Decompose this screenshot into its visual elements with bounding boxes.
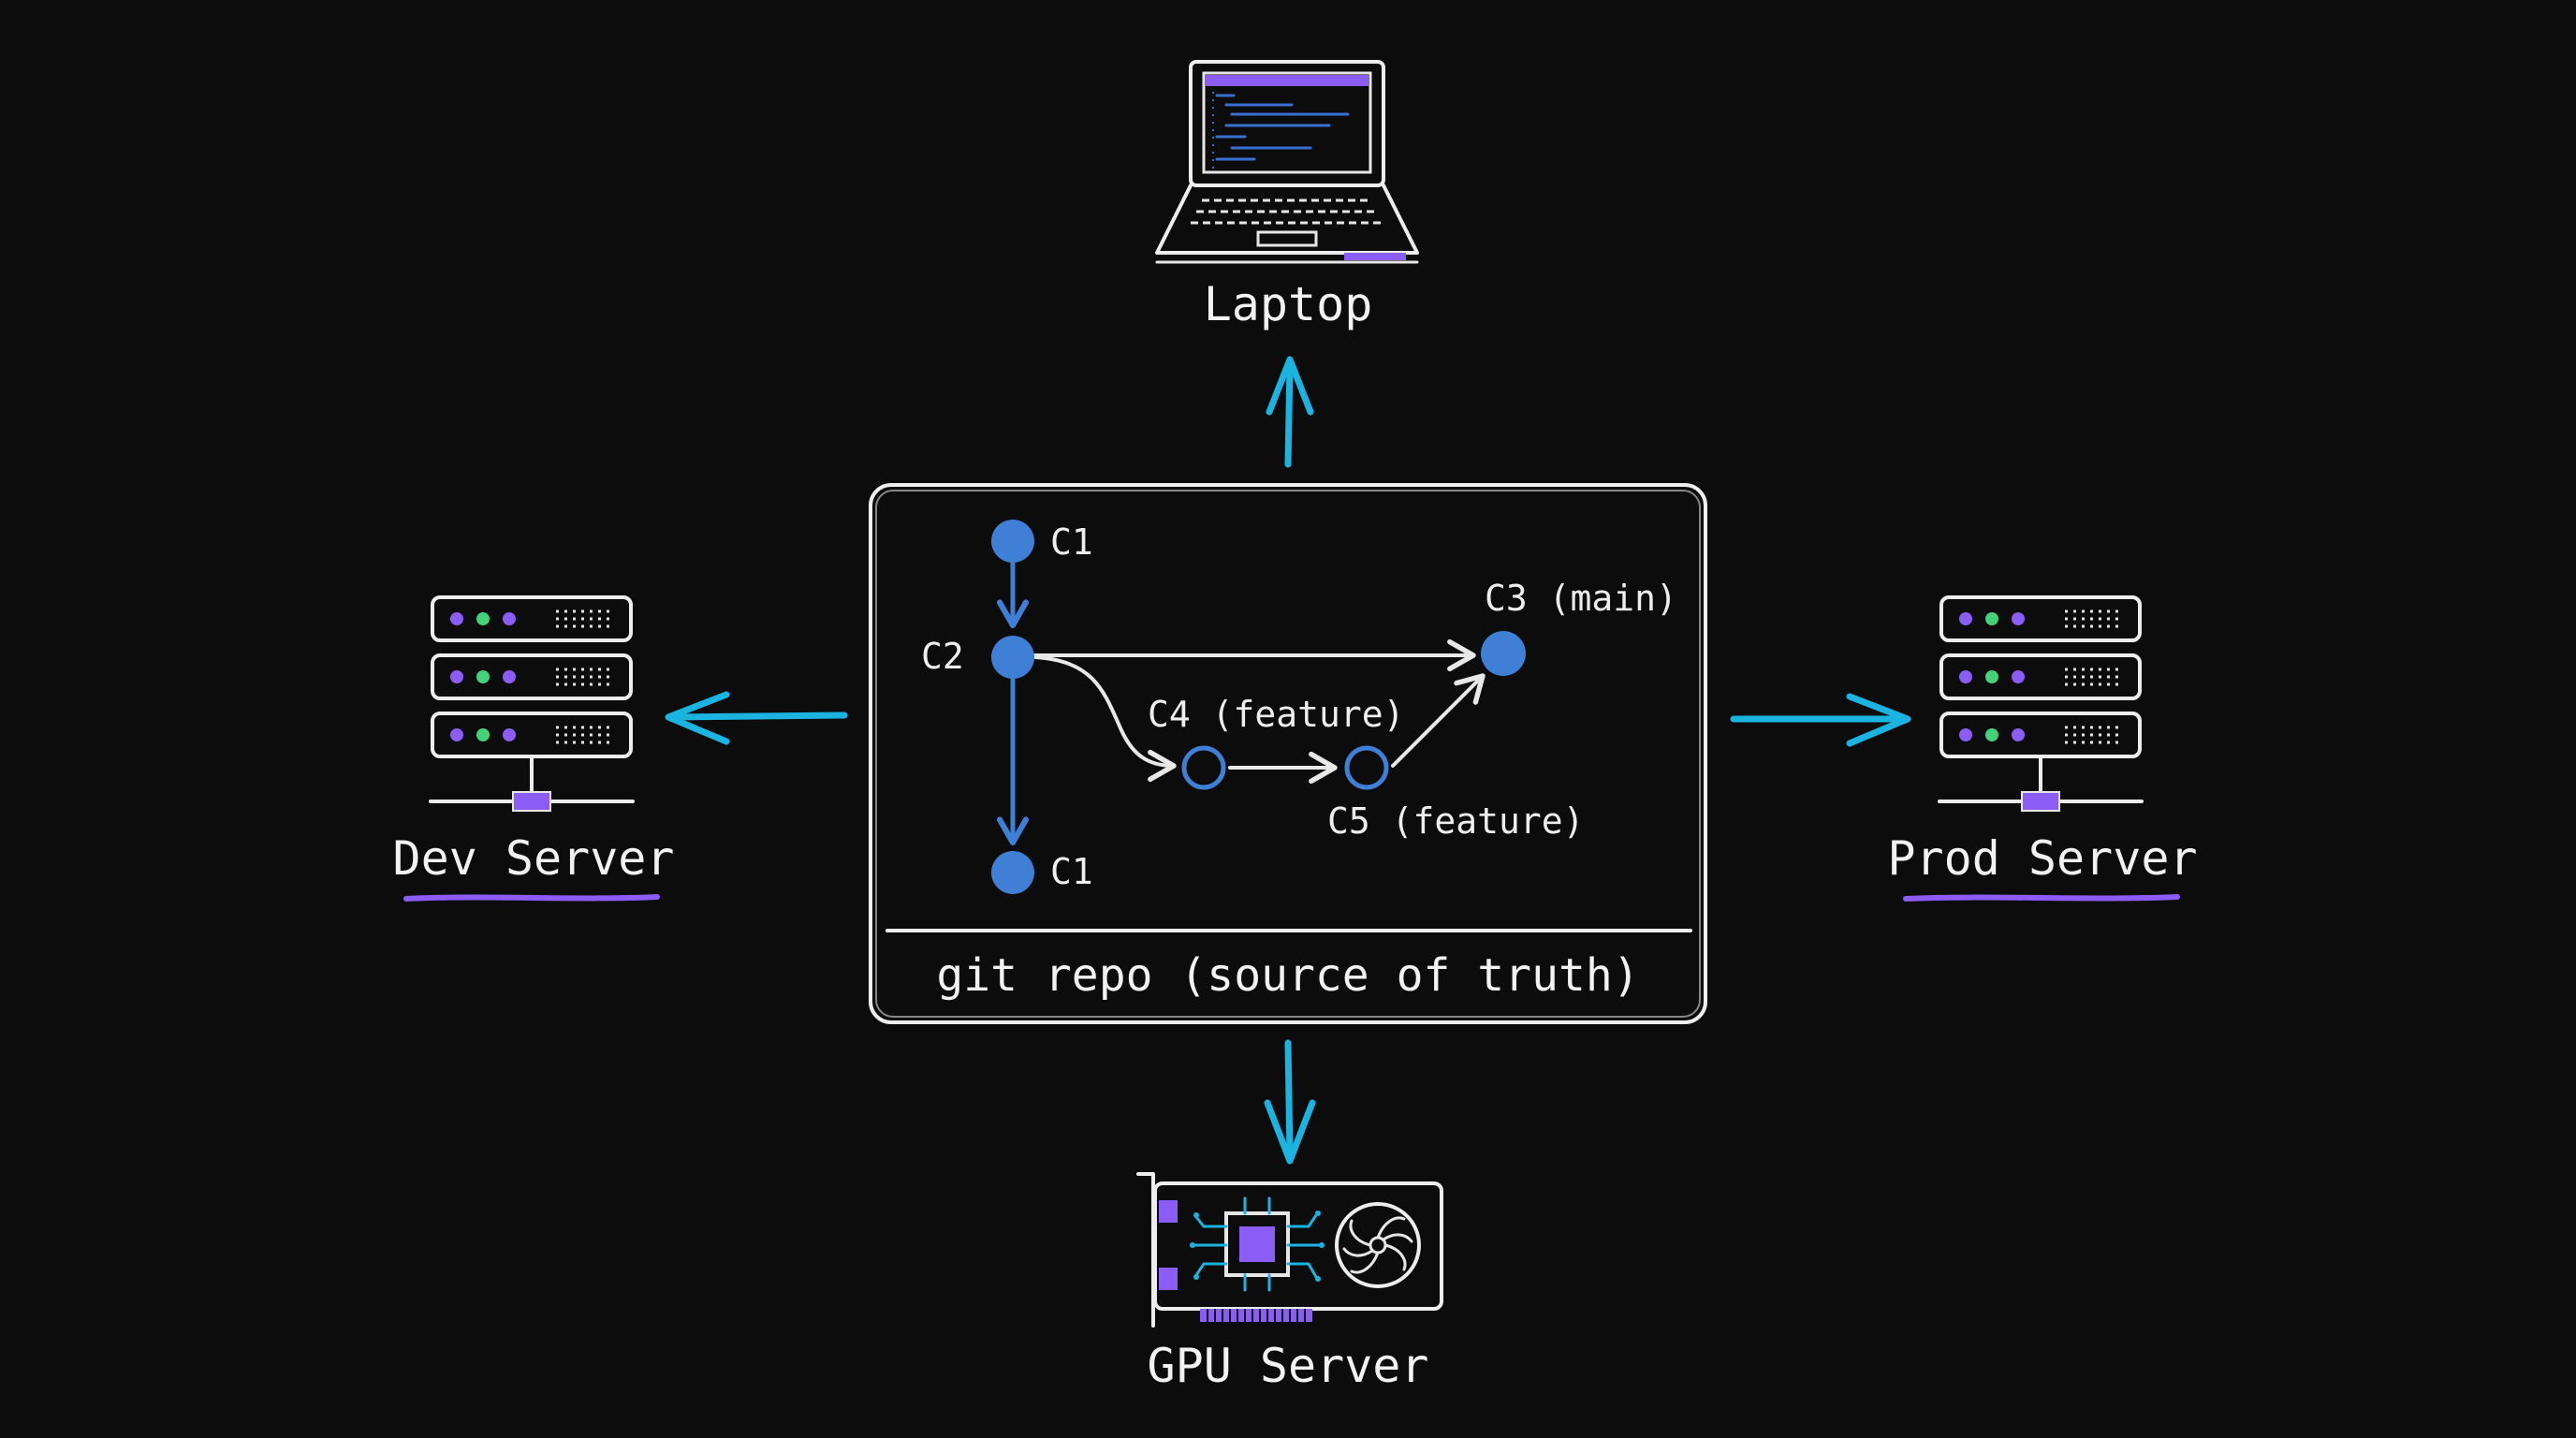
arrow-to-dev-server: [665, 691, 848, 745]
gpu-server-label: GPU Server: [1147, 1339, 1428, 1393]
commit-label-c3: C3 (main): [1485, 578, 1677, 619]
repo-label: git repo (source of truth): [936, 949, 1639, 1002]
commit-label-c4: C4 (feature): [1148, 694, 1405, 735]
arrow-to-prod-server: [1730, 693, 1911, 747]
commit-label-c5: C5 (feature): [1327, 800, 1585, 842]
edge-c2-c4: [1033, 655, 1177, 783]
dev-server-underline: [403, 894, 660, 902]
server-rack-icon: [429, 595, 635, 812]
commit-label-c2: C2: [921, 636, 964, 677]
commit-label-c1-bottom: C1: [1050, 851, 1093, 892]
gpu-card-icon: [1136, 1172, 1443, 1328]
laptop-node: Laptop: [1155, 60, 1419, 331]
commit-label-c1-top: C1: [1050, 521, 1093, 563]
commit-node-c1-top: [991, 520, 1034, 563]
server-rack-icon: [1938, 595, 2144, 812]
prod-server-underline: [1903, 894, 2180, 902]
arrow-to-gpu-server: [1264, 1039, 1316, 1165]
arrow-to-laptop: [1266, 356, 1314, 468]
commit-node-c2: [991, 636, 1034, 679]
commit-node-c3: [1481, 631, 1526, 676]
laptop-icon: [1155, 60, 1419, 264]
git-repo-box: git repo (source of truth) C1 C2 C1 C3 (…: [869, 483, 1707, 1024]
prod-server-node: Prod Server: [1887, 595, 2198, 902]
dev-server-label: Dev Server: [392, 831, 674, 886]
commit-node-c5: [1344, 745, 1389, 790]
laptop-label: Laptop: [1204, 277, 1373, 331]
commit-node-c4: [1181, 745, 1226, 790]
prod-server-label: Prod Server: [1887, 831, 2197, 886]
commit-node-c1-bottom: [991, 851, 1034, 894]
commit-graph: [996, 559, 1486, 846]
gpu-server-node: GPU Server: [1136, 1172, 1443, 1393]
dev-server-node: Dev Server: [392, 595, 675, 902]
edge-c5-c3: [1391, 673, 1486, 768]
